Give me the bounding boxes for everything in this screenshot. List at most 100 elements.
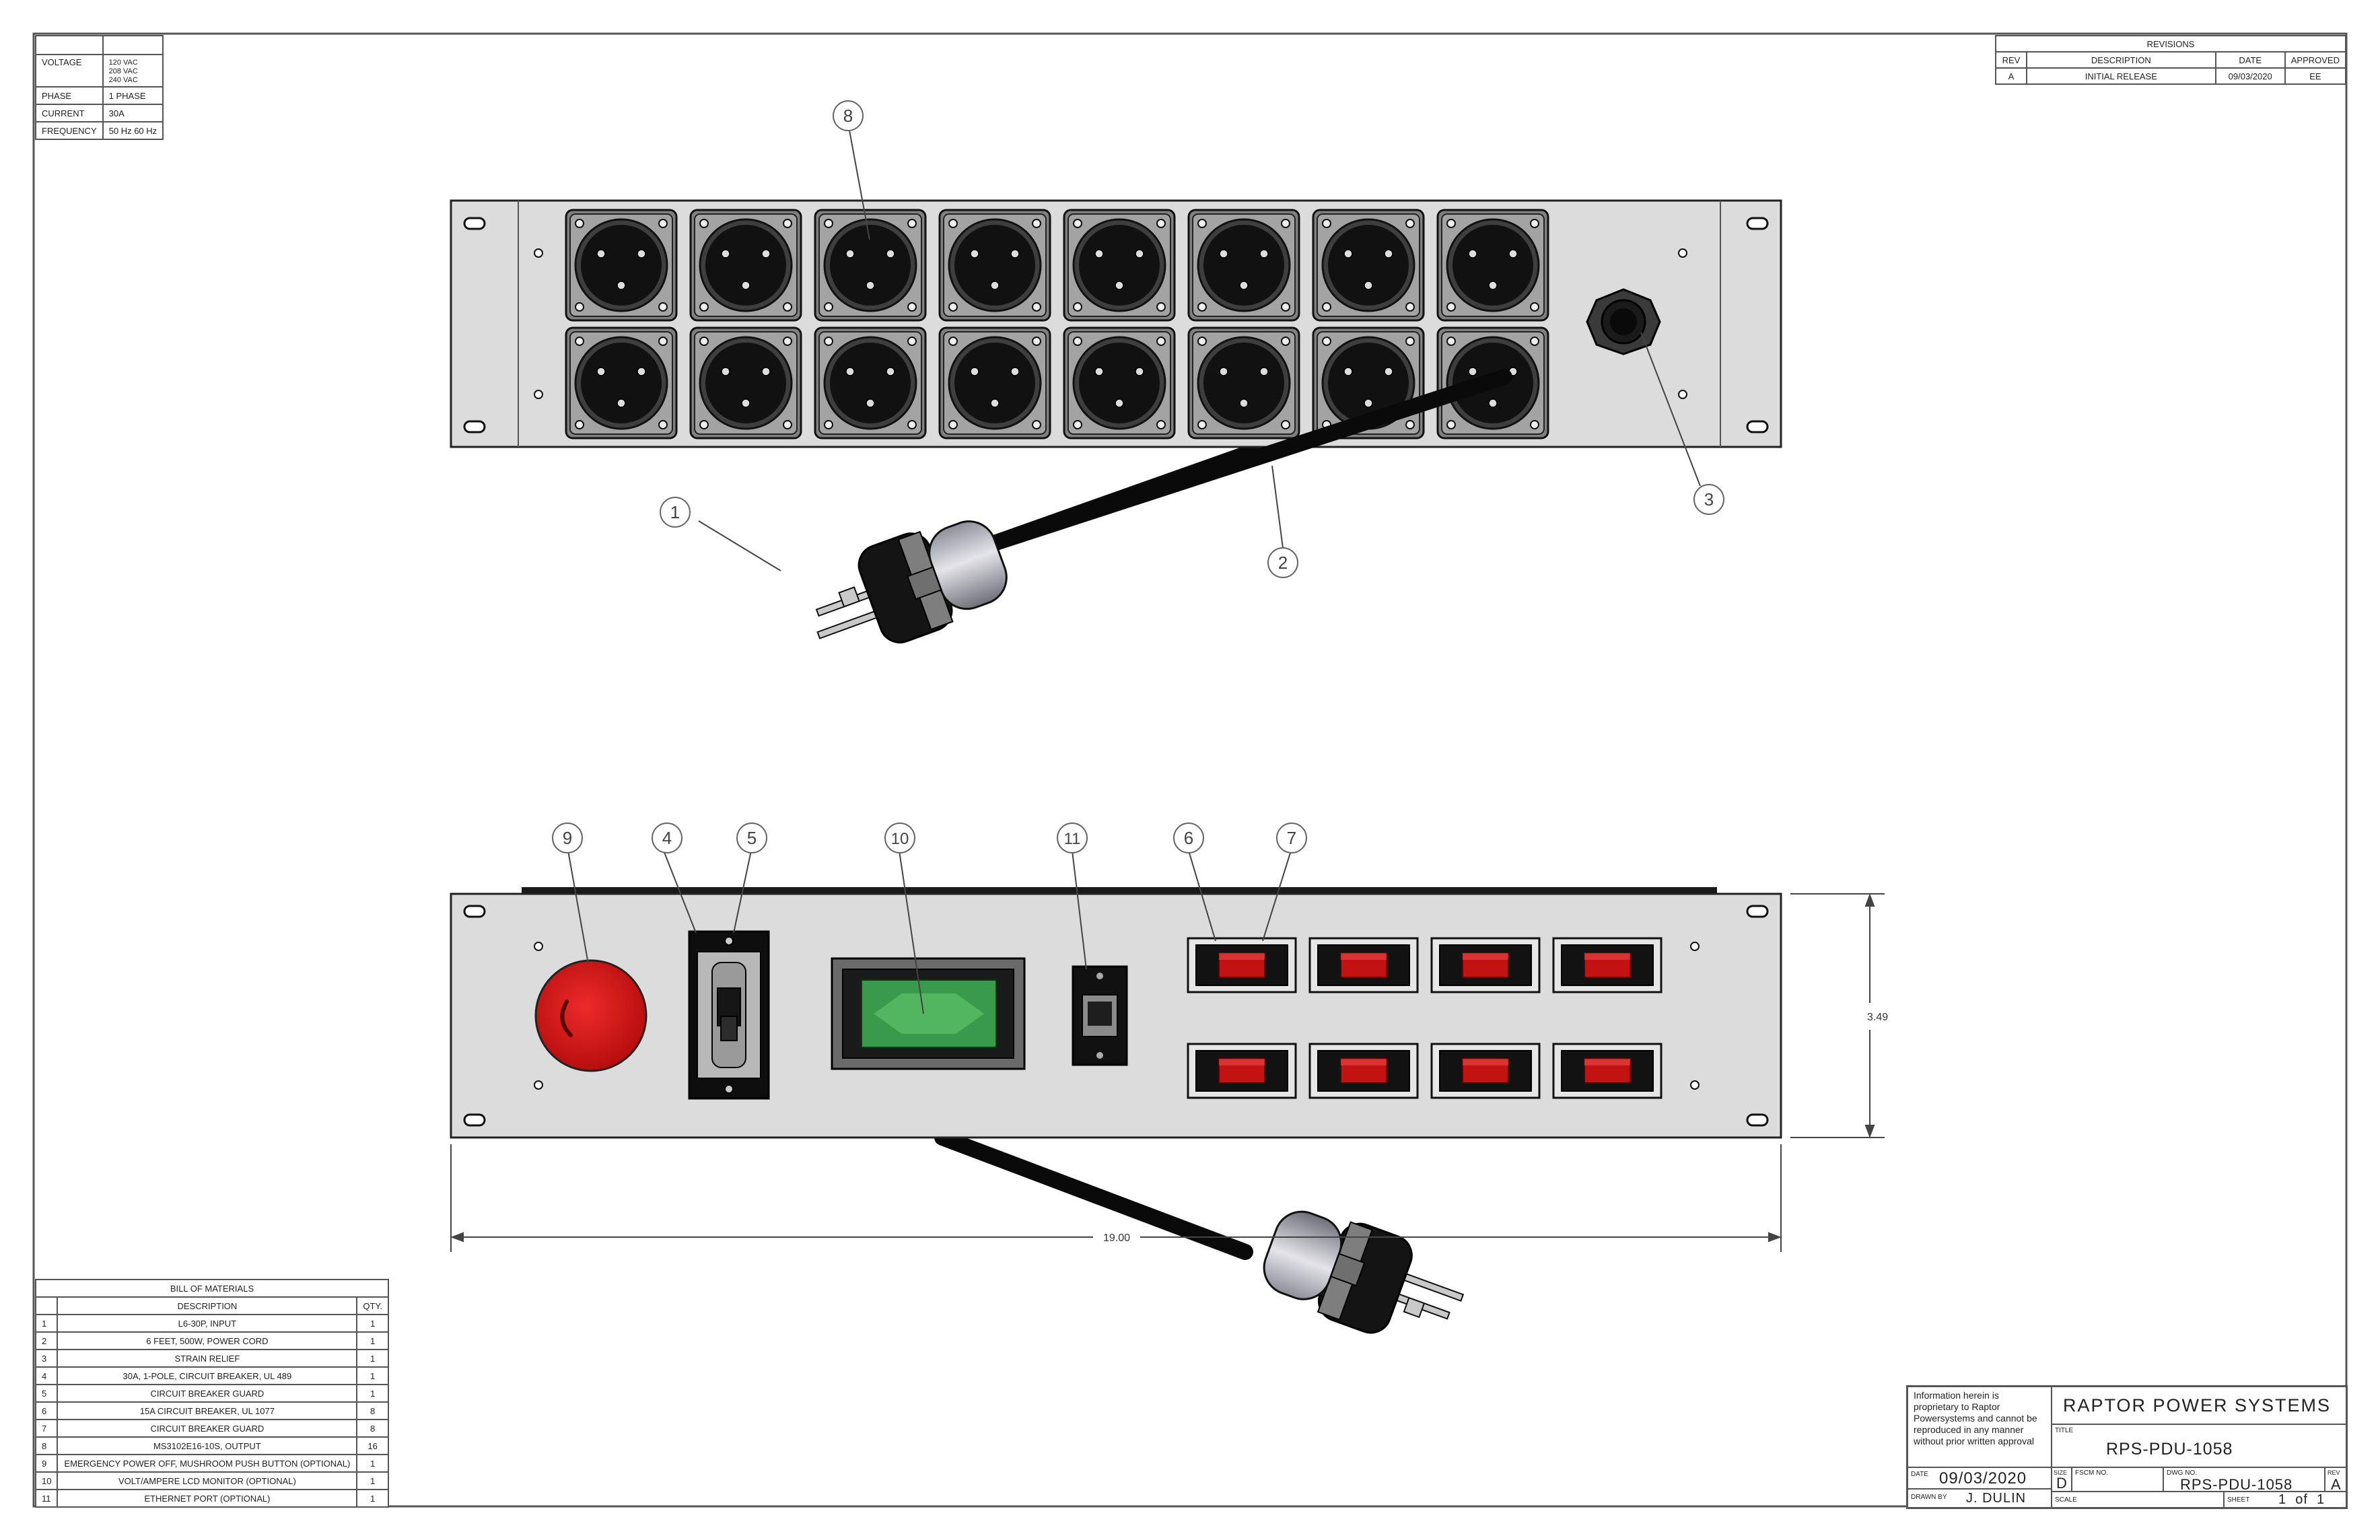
date-label: DATE xyxy=(1911,1471,1928,1478)
title-block: Information herein is proprietary to Rap… xyxy=(1906,1385,2348,1509)
revision-row: A INITIAL RELEASE 09/03/2020 EE xyxy=(1995,67,2347,85)
rear-panel-view xyxy=(450,199,1782,670)
drawn-by: J. DULIN xyxy=(1966,1491,2027,1506)
sheet-label: SHEET xyxy=(2227,1496,2250,1504)
callout-5: 5 xyxy=(736,823,767,853)
callout-leaders xyxy=(567,130,1701,1014)
bom-qty: 1 xyxy=(356,1384,389,1403)
svg-text:4: 4 xyxy=(662,828,672,848)
revision-cell: INITIAL RELEASE xyxy=(2025,67,2216,85)
rack-slot xyxy=(1746,905,1769,918)
spec-label: VOLTAGE xyxy=(35,54,104,88)
strain-relief xyxy=(1586,288,1661,355)
rack-slot xyxy=(463,217,486,230)
svg-text:1: 1 xyxy=(670,502,680,522)
column-header: APPROVED xyxy=(2284,51,2347,69)
input-plug xyxy=(795,505,1018,670)
bom-description: 15A CIRCUIT BREAKER, UL 1077 xyxy=(57,1401,358,1420)
svg-text:8: 8 xyxy=(843,106,853,126)
spec-row: FREQUENCY 50 Hz 60 Hz xyxy=(35,121,164,140)
svg-text:2: 2 xyxy=(1278,553,1288,573)
revision-cell: EE xyxy=(2284,67,2347,85)
bom-item-number: 11 xyxy=(34,1489,59,1508)
spec-label: CURRENT xyxy=(35,104,104,123)
rack-slot xyxy=(1746,1113,1769,1127)
spec-row: CURRENT 30A xyxy=(35,104,164,123)
bom-item-number: 3 xyxy=(34,1349,59,1368)
drawing-rev: A xyxy=(2331,1476,2342,1492)
svg-text:3: 3 xyxy=(1704,489,1714,510)
rev-label: REV xyxy=(2328,1469,2340,1476)
callout-2: 2 xyxy=(1267,547,1298,578)
bom-item-number: 2 xyxy=(34,1331,59,1350)
callout-6: 6 xyxy=(1173,823,1204,853)
drawing-date: 09/03/2020 xyxy=(1939,1469,2027,1488)
revision-cell: 09/03/2020 xyxy=(2214,67,2286,85)
spec-value: 240 VAC xyxy=(108,75,138,84)
bom-item-number: 7 xyxy=(34,1419,59,1438)
spec-value: 120 VAC xyxy=(108,58,138,67)
height-dimension xyxy=(1790,893,1885,1138)
spec-row: VOLTAGE 120 VAC 208 VAC 240 VAC xyxy=(35,54,164,88)
revisions-title: REVISIONS xyxy=(1995,35,2346,53)
bom-item-number: 8 xyxy=(34,1436,59,1455)
svg-text:7: 7 xyxy=(1287,828,1296,848)
spec-value: 1 PHASE xyxy=(102,86,164,105)
column-header: DATE xyxy=(2214,51,2286,69)
bom-title: BILL OF MATERIALS xyxy=(35,1279,389,1298)
column-header: QTY. xyxy=(356,1296,389,1315)
main-circuit-breaker xyxy=(688,930,770,1100)
bom-qty: 16 xyxy=(356,1436,389,1455)
bom-description: STRAIN RELIEF xyxy=(57,1349,358,1368)
bom-description: EMERGENCY POWER OFF, MUSHROOM PUSH BUTTO… xyxy=(57,1454,358,1473)
scale-label: SCALE xyxy=(2055,1496,2077,1504)
company-name: RAPTOR POWER SYSTEMS xyxy=(2063,1395,2332,1415)
svg-text:10: 10 xyxy=(891,830,909,848)
bom-description: 6 FEET, 500W, POWER CORD xyxy=(57,1331,358,1350)
input-plug xyxy=(1253,1195,1475,1360)
spec-value: 208 VAC xyxy=(108,67,138,75)
sheet-border xyxy=(32,32,2348,1508)
callout-7: 7 xyxy=(1276,823,1307,853)
revisions-table: REVISIONS REV DESCRIPTION DATE APPROVED … xyxy=(1995,35,2347,85)
bom-item-number: 6 xyxy=(34,1401,59,1420)
bom-qty: 1 xyxy=(356,1471,389,1490)
rack-slot xyxy=(463,905,486,918)
bom-qty: 8 xyxy=(356,1401,389,1420)
bom-item-number: 1 xyxy=(34,1314,59,1333)
spec-row: PHASE 1 PHASE xyxy=(35,86,164,105)
ethernet-port xyxy=(1072,965,1128,1066)
callout-9: 9 xyxy=(552,823,583,853)
volt-ampere-lcd-monitor xyxy=(831,957,1026,1070)
column-header: DESCRIPTION xyxy=(2025,51,2216,69)
bom-item-number: 9 xyxy=(34,1454,59,1473)
bom-qty: 1 xyxy=(356,1366,389,1385)
bom-description: 30A, 1-POLE, CIRCUIT BREAKER, UL 489 xyxy=(57,1366,358,1385)
bom-description: CIRCUIT BREAKER GUARD xyxy=(57,1384,358,1403)
column-header: DESCRIPTION xyxy=(57,1296,358,1315)
column-header: REV xyxy=(1995,51,2027,69)
bom-item-number: 10 xyxy=(34,1471,59,1490)
bom-qty: 1 xyxy=(356,1314,389,1333)
revisions-header-row: REV DESCRIPTION DATE APPROVED xyxy=(1995,51,2347,69)
column-header xyxy=(34,1296,59,1315)
bom-description: CIRCUIT BREAKER GUARD xyxy=(57,1419,358,1438)
svg-text:5: 5 xyxy=(747,828,757,848)
callout-3: 3 xyxy=(1693,484,1724,515)
svg-text:11: 11 xyxy=(1064,830,1081,848)
bom-description: L6-30P, INPUT xyxy=(57,1314,358,1333)
sheet-number: 1 of 1 xyxy=(2278,1492,2325,1507)
rack-slot xyxy=(463,1113,486,1127)
drawn-by-label: DRAWN BY xyxy=(1911,1494,1947,1501)
drawing-title: RPS-PDU-1058 xyxy=(2106,1440,2233,1459)
callout-4: 4 xyxy=(652,823,682,853)
bom-description: MS3102E16-10S, OUTPUT xyxy=(57,1436,358,1455)
